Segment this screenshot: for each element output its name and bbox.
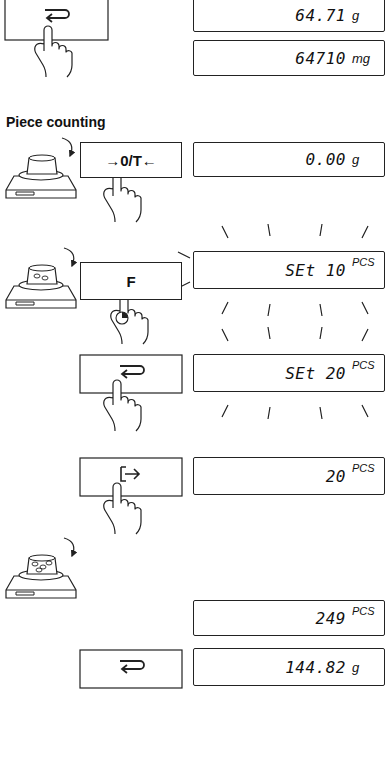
lcd-display: SEt 20PCS	[193, 354, 385, 392]
toggle-button	[80, 355, 182, 393]
display-unit: mg	[346, 51, 378, 66]
sample-pieces	[32, 561, 52, 572]
hold-clock	[116, 312, 128, 324]
lcd-display: SEt 10PCS	[193, 251, 385, 289]
display-unit: g	[346, 8, 378, 23]
display-value: SEt 10	[285, 261, 346, 280]
section-heading: Piece counting	[6, 114, 106, 130]
display-value: 0.00	[305, 150, 346, 169]
transfer-icon	[121, 467, 139, 481]
transfer-button	[80, 458, 182, 496]
display-unit: PCS	[346, 256, 378, 268]
display-value: 64710	[295, 49, 346, 68]
place-arrow	[62, 138, 72, 156]
display-value: 64.71	[295, 6, 346, 25]
key-button: F	[80, 262, 182, 300]
display-value: 144.82	[285, 658, 346, 677]
place-arrow	[64, 538, 74, 556]
lcd-display: 64.71g	[193, 0, 385, 32]
toggle-icon	[120, 366, 144, 378]
hold-clock	[116, 312, 128, 324]
toggle-icon	[120, 661, 144, 673]
key-label: F	[126, 273, 135, 290]
display-value: 249	[316, 609, 346, 628]
balance-with-pieces	[6, 538, 76, 598]
pressing-hand	[111, 293, 148, 344]
hold-clock	[122, 312, 128, 318]
toggle-button	[80, 650, 182, 688]
balance-with-container	[6, 138, 76, 198]
lcd-display: 64710mg	[193, 40, 385, 76]
lcd-display: 249PCS	[193, 600, 385, 636]
balance	[6, 155, 76, 198]
transfer-icon	[121, 467, 139, 481]
display-value: SEt 20	[285, 364, 346, 383]
lcd-display: 0.00g	[193, 142, 385, 177]
toggle-button	[5, 0, 108, 40]
pressing-hand	[104, 380, 141, 431]
place-arrow	[64, 248, 74, 266]
lcd-display: 144.82g	[193, 648, 385, 686]
sample-pieces	[34, 274, 48, 280]
display-unit: PCS	[346, 359, 378, 371]
pressing-hand	[35, 26, 72, 77]
display-value: 20	[326, 467, 346, 486]
display-unit: PCS	[346, 462, 378, 474]
toggle-icon	[45, 10, 69, 22]
balance-with-sample	[6, 248, 76, 308]
pressing-hand	[104, 483, 141, 534]
pressing-hand	[104, 171, 141, 222]
balance	[6, 265, 76, 308]
key-button: →0/T←	[80, 142, 182, 178]
display-unit: PCS	[346, 605, 378, 617]
balance	[6, 555, 76, 598]
display-unit: g	[346, 660, 378, 675]
key-label: →0/T←	[105, 152, 157, 169]
display-unit: g	[346, 152, 378, 167]
lcd-display: 20PCS	[193, 457, 385, 495]
